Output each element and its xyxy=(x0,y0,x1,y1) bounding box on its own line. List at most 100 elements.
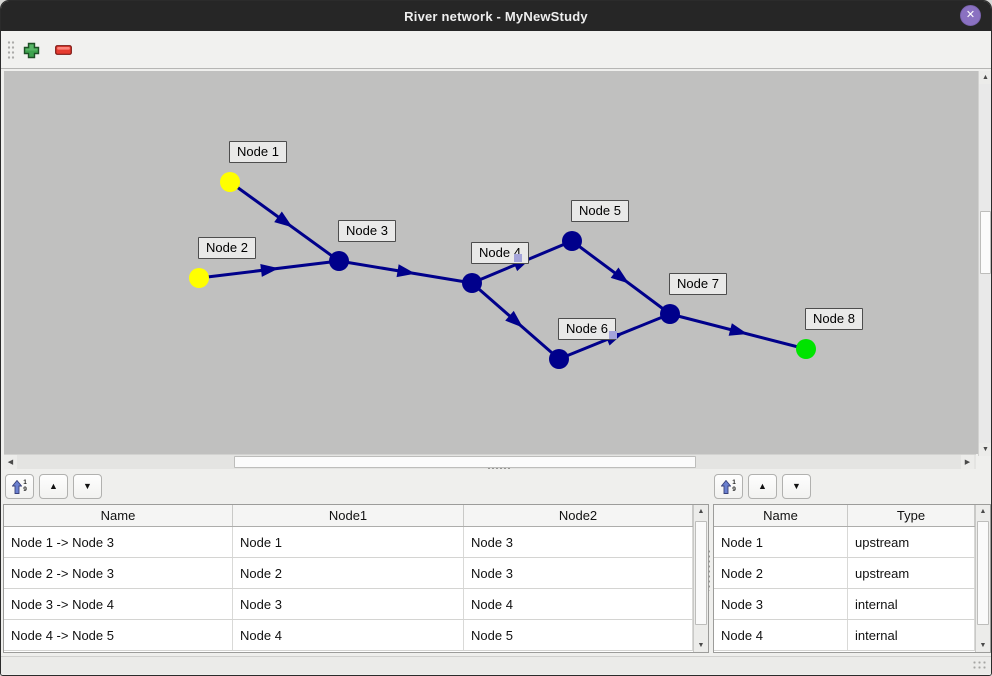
scroll-left-button[interactable]: ◀ xyxy=(4,455,17,469)
network-node[interactable] xyxy=(189,268,209,288)
bottom-pane: 1 9 ▲ ▼ 1 9 ▲ ▼ xyxy=(1,469,991,675)
toolbar-drag-handle-icon[interactable] xyxy=(7,40,15,61)
table-cell[interactable]: Node 4 xyxy=(464,589,693,619)
column-header[interactable]: Type xyxy=(848,505,975,526)
scroll-thumb[interactable] xyxy=(695,521,707,625)
resize-grip-icon[interactable] xyxy=(972,660,986,671)
minus-icon xyxy=(54,45,72,55)
status-bar xyxy=(1,656,991,674)
scroll-right-icon: ▶ xyxy=(964,459,971,466)
remove-node-button[interactable] xyxy=(50,31,76,69)
close-icon: ✕ xyxy=(965,9,976,21)
nodes-move-down-button[interactable]: ▼ xyxy=(782,474,811,499)
scroll-up-button[interactable]: ▲ xyxy=(979,71,991,84)
links-move-down-button[interactable]: ▼ xyxy=(73,474,102,499)
table-cell[interactable]: Node 3 xyxy=(233,589,464,619)
nodes-table-scrollbar[interactable]: ▲ ▼ xyxy=(975,505,990,652)
table-row-partial xyxy=(714,651,990,652)
table-cell[interactable]: Node 1 xyxy=(233,527,464,557)
table-cell[interactable]: Node 3 xyxy=(464,558,693,588)
network-node[interactable] xyxy=(220,172,240,192)
edge-arrow-icon xyxy=(728,323,748,336)
table-cell[interactable]: Node 2 xyxy=(233,558,464,588)
node-label[interactable]: Node 5 xyxy=(571,200,629,222)
table-cell[interactable]: Node 1 xyxy=(714,527,848,557)
nodes-move-up-button[interactable]: ▲ xyxy=(748,474,777,499)
scroll-down-button[interactable]: ▼ xyxy=(979,443,991,456)
down-triangle-icon: ▼ xyxy=(83,481,92,491)
node-label[interactable]: Node 7 xyxy=(669,273,727,295)
scroll-right-button[interactable]: ▶ xyxy=(961,455,974,469)
network-node[interactable] xyxy=(562,231,582,251)
canvas-horizontal-scrollbar[interactable]: ◀ ▶ xyxy=(4,454,976,469)
scroll-thumb[interactable] xyxy=(977,521,989,625)
table-cell[interactable]: Node 3 -> Node 4 xyxy=(4,589,233,619)
node-label[interactable]: Node 3 xyxy=(338,220,396,242)
node-labels-layer: Node 1 Node 2 Node 3 Node 4 Node 5 Node 6 Node… xyxy=(4,71,978,454)
sort-digit-top: 1 xyxy=(23,478,27,486)
scroll-left-icon: ◀ xyxy=(7,459,14,466)
scroll-down-button[interactable]: ▼ xyxy=(694,639,708,652)
table-cell[interactable]: Node 2 xyxy=(714,558,848,588)
table-cell[interactable]: Node 5 xyxy=(464,620,693,650)
table-cell[interactable]: Node 3 xyxy=(714,589,848,619)
network-node[interactable] xyxy=(660,304,680,324)
column-header[interactable]: Name xyxy=(714,505,848,526)
network-canvas[interactable]: Node 1 Node 2 Node 3 Node 4 Node 5 Node 6 Node… xyxy=(4,71,978,454)
table-cell[interactable]: Node 4 -> Node 5 xyxy=(4,620,233,650)
table-cell[interactable]: Node 4 xyxy=(233,620,464,650)
column-header[interactable]: Name xyxy=(4,505,233,526)
node-label[interactable]: Node 1 xyxy=(229,141,287,163)
vertical-scroll-thumb[interactable] xyxy=(980,211,991,274)
add-node-button[interactable] xyxy=(18,31,44,69)
network-node[interactable] xyxy=(549,349,569,369)
canvas-vertical-scrollbar[interactable]: ▲ ▼ xyxy=(978,71,991,456)
scroll-down-button[interactable]: ▼ xyxy=(976,639,990,652)
table-cell[interactable]: Node 4 xyxy=(714,620,848,650)
column-header[interactable]: Node1 xyxy=(233,505,464,526)
table-cell[interactable]: upstream xyxy=(848,558,975,588)
node-label[interactable]: Node 4 xyxy=(471,242,529,264)
network-node[interactable] xyxy=(462,273,482,293)
close-button[interactable]: ✕ xyxy=(960,5,981,26)
sort-digit-top: 1 xyxy=(732,478,736,486)
nodes-sort-button[interactable]: 1 9 xyxy=(714,474,743,499)
sort-ascending-icon: 1 9 xyxy=(12,478,27,494)
horizontal-scroll-thumb[interactable] xyxy=(234,456,696,468)
table-cell[interactable]: Node 2 -> Node 3 xyxy=(4,558,233,588)
scroll-up-button[interactable]: ▲ xyxy=(976,505,990,518)
scroll-down-icon: ▼ xyxy=(982,446,989,453)
node-label[interactable]: Node 8 xyxy=(805,308,863,330)
table-cell[interactable]: internal xyxy=(848,589,975,619)
node-label[interactable]: Node 6 xyxy=(558,318,616,340)
table-cell[interactable]: upstream xyxy=(848,527,975,557)
edge-arrow-icon xyxy=(260,264,279,277)
links-move-up-button[interactable]: ▲ xyxy=(39,474,68,499)
table-cell[interactable]: Node 1 -> Node 3 xyxy=(4,527,233,557)
node-label[interactable]: Node 2 xyxy=(198,237,256,259)
column-header[interactable]: Node2 xyxy=(464,505,693,526)
links-table-scrollbar[interactable]: ▲ ▼ xyxy=(693,505,708,652)
links-sort-button[interactable]: 1 9 xyxy=(5,474,34,499)
table-cell[interactable]: internal xyxy=(848,620,975,650)
network-node[interactable] xyxy=(796,339,816,359)
tables-splitter-handle[interactable] xyxy=(707,549,712,591)
down-triangle-icon: ▼ xyxy=(792,481,801,491)
network-node[interactable] xyxy=(329,251,349,271)
scroll-up-button[interactable]: ▲ xyxy=(694,505,708,518)
table-row-partial xyxy=(4,651,708,652)
table-cell[interactable]: Node 3 xyxy=(464,527,693,557)
